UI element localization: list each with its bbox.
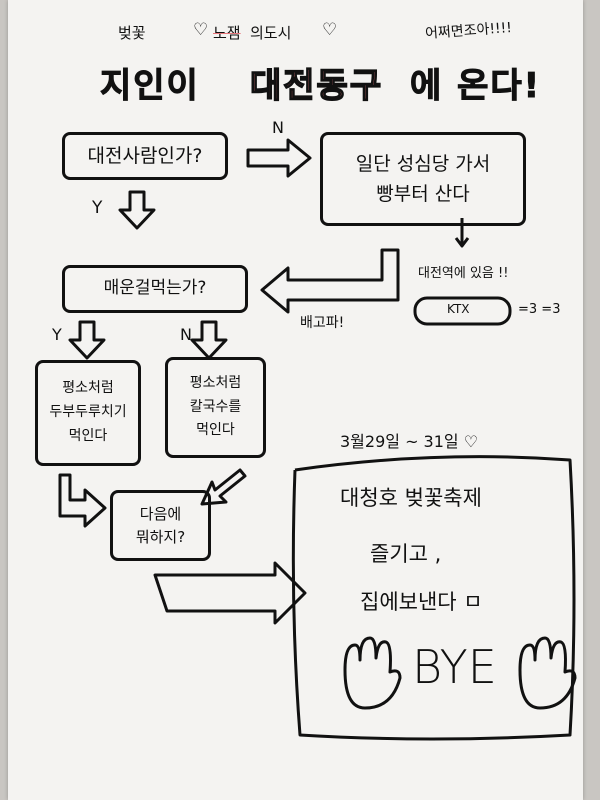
line: 칼국수를 (189, 398, 242, 415)
festival-date: 3월29일 ~ 31일 ♡ (340, 432, 479, 451)
train-icon (413, 296, 512, 326)
line: 먹인다 (68, 427, 108, 444)
title-part-2: 대전동구 (249, 65, 384, 107)
action-buy-bread: 일단 성심당 가서 빵부터 산다 (320, 132, 526, 226)
action-kalguksu: 평소처럼 칼국수를 먹인다 (165, 357, 266, 458)
final-line-3: 집에보낸다 ㅁ (360, 590, 483, 614)
question-what-next: 다음에 뭐하지? (110, 490, 211, 561)
arrow-diagonal-icon (200, 468, 247, 506)
hungry-note: 배고파! (300, 315, 345, 331)
arrow-right-icon (58, 473, 107, 528)
line: 빵부터 산다 (376, 183, 470, 205)
city-phrase: 의도시 (250, 24, 292, 42)
arrow-right-icon (246, 138, 312, 178)
no-label: N (180, 325, 192, 344)
heart-icon: ♡ (322, 20, 338, 40)
line: 평소처럼 (189, 374, 242, 391)
line: 뭐하지? (135, 527, 186, 546)
big-arrow-right-icon (153, 561, 307, 625)
waving-hand-icon (343, 636, 402, 710)
station-note: 대전역에 있음 !! (418, 266, 509, 281)
crossed-out-word: 노잼 (213, 24, 241, 42)
question-daejeon-local: 대전사람인가? (62, 132, 228, 180)
line: 두부두루치기 (49, 404, 127, 421)
line: 일단 성심당 가서 (355, 152, 491, 175)
no-label: N (272, 118, 284, 137)
line: 평소처럼 (62, 380, 114, 397)
tag-cherry-blossom: 벚꽃 (118, 24, 146, 42)
final-line-2: 즐기고 , (370, 542, 442, 566)
title-part-3: 에 온다! (409, 66, 542, 107)
arrow-down-icon (68, 320, 106, 360)
arrow-down-small-icon (454, 218, 470, 248)
question-spicy: 매운걸먹는가? (62, 265, 248, 313)
yes-label: Y (92, 198, 103, 218)
heart-icon: ♡ (193, 20, 209, 40)
title-part-1: 지인이 (100, 66, 200, 107)
train-label: KTX (447, 302, 470, 316)
bye-text: BYE (412, 640, 497, 694)
line: 먹인다 (196, 422, 235, 439)
arrow-left-icon (260, 248, 400, 314)
yes-label: Y (52, 325, 62, 344)
arrow-down-icon (190, 320, 228, 360)
line: 다음에 (139, 505, 182, 523)
final-line-1: 대청호 벚꽃축제 (340, 486, 482, 510)
arrow-down-icon (118, 190, 156, 230)
action-dubu-duruchigi: 평소처럼 두부두루치기 먹인다 (35, 360, 141, 466)
waving-hand-icon (518, 636, 577, 710)
train-puffs: =3 =3 (518, 302, 561, 317)
